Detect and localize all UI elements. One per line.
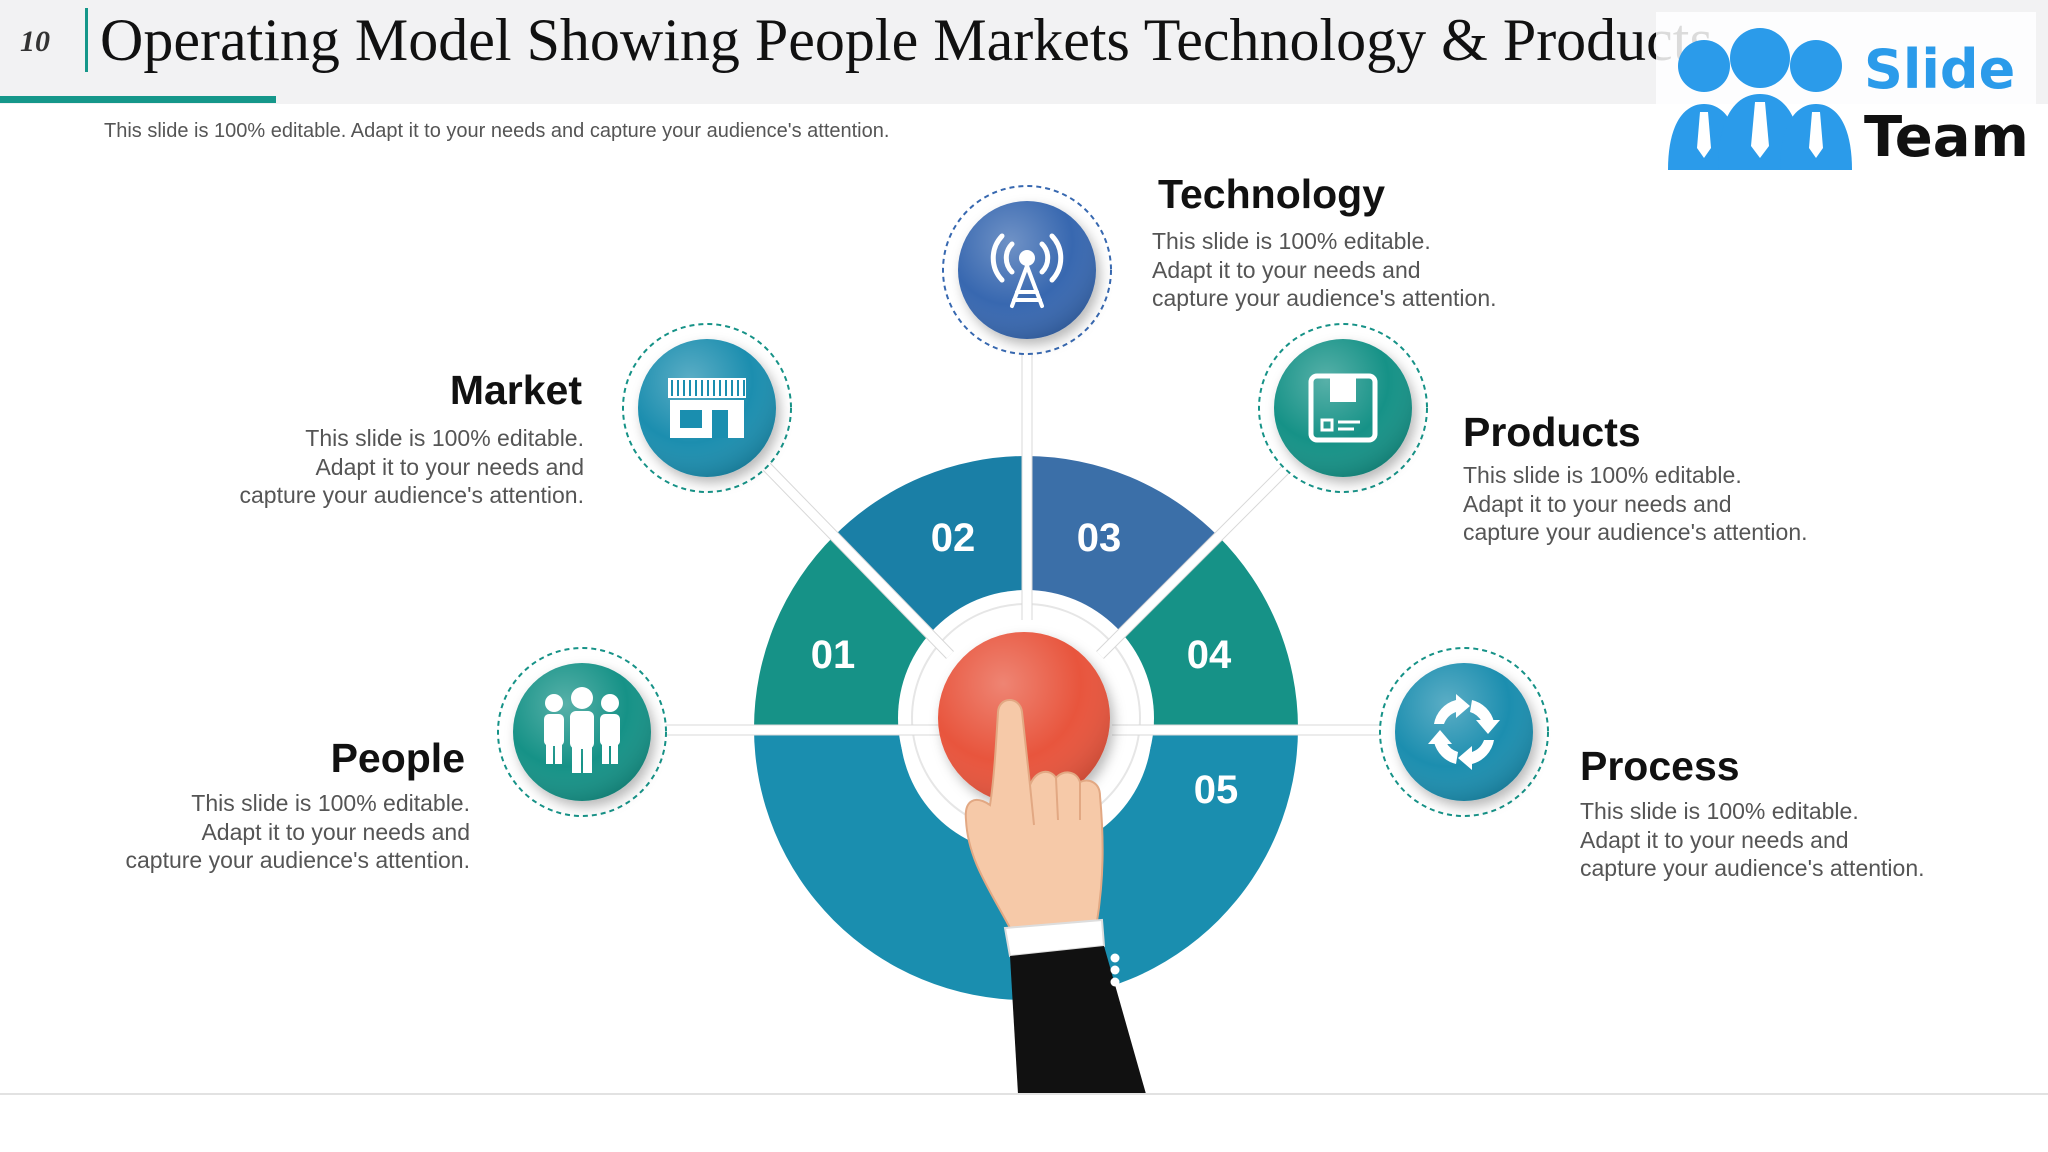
people-icon-node xyxy=(497,647,667,817)
slide-number: 10 xyxy=(20,25,50,58)
desc-technology-line-3: capture your audience's attention. xyxy=(1152,285,1497,311)
desc-process-line-2: Adapt it to your needs and xyxy=(1580,826,1849,853)
process-icon-node xyxy=(1379,647,1549,817)
center-button-shine xyxy=(938,632,1110,804)
slide-title: Operating Model Showing People Markets T… xyxy=(100,7,1713,73)
desc-people: This slide is 100% editable. Adapt it to… xyxy=(0,789,470,875)
logo-word-slide: Slide xyxy=(1864,38,2016,101)
segment-01 xyxy=(754,536,937,728)
desc-market-line-2: Adapt it to your needs and xyxy=(315,453,584,480)
segment-number-02: 02 xyxy=(931,516,976,560)
label-process: Process xyxy=(1580,743,1740,789)
slideteam-logo: Slide Team xyxy=(1656,12,2036,188)
logo-word-team: Team xyxy=(1864,105,2029,170)
product-box-icon xyxy=(1308,373,1378,443)
label-people: People xyxy=(330,735,465,781)
desc-products-line-2: Adapt it to your needs and xyxy=(1463,490,1732,517)
desc-process: This slide is 100% editable. Adapt it to… xyxy=(1580,797,2048,883)
label-market: Market xyxy=(449,367,582,413)
market-icon-node xyxy=(622,323,792,493)
desc-people-line-3: capture your audience's attention. xyxy=(125,847,470,873)
segment-02 xyxy=(834,456,1026,639)
segment-number-05: 05 xyxy=(1194,768,1239,812)
slide-subtitle: This slide is 100% editable. Adapt it to… xyxy=(104,120,890,142)
label-technology: Technology xyxy=(1158,171,1386,217)
team-people-icon xyxy=(1668,28,1852,170)
refresh-cycle-icon xyxy=(1428,694,1500,770)
pointing-hand xyxy=(964,699,1146,1094)
label-products: Products xyxy=(1463,409,1641,455)
desc-technology-line-1: This slide is 100% editable. xyxy=(1152,228,1431,254)
desc-people-line-2: Adapt it to your needs and xyxy=(201,818,470,845)
desc-products: This slide is 100% editable. Adapt it to… xyxy=(1463,461,1933,547)
footer-divider xyxy=(0,1093,2048,1095)
desc-products-line-1: This slide is 100% editable. xyxy=(1463,462,1742,488)
storefront-icon xyxy=(668,378,746,438)
desc-market: This slide is 100% editable. Adapt it to… xyxy=(114,424,584,510)
desc-process-line-1: This slide is 100% editable. xyxy=(1580,798,1859,824)
desc-market-line-1: This slide is 100% editable. xyxy=(305,425,584,451)
desc-technology: This slide is 100% editable. Adapt it to… xyxy=(1152,227,1622,313)
people-icon xyxy=(544,687,620,773)
title-separator xyxy=(85,8,88,72)
connector-lines xyxy=(663,345,1380,736)
desc-technology-line-2: Adapt it to your needs and xyxy=(1152,256,1421,283)
technology-icon-node xyxy=(942,185,1112,355)
segment-number-03: 03 xyxy=(1077,516,1122,560)
desc-products-line-3: capture your audience's attention. xyxy=(1463,519,1808,545)
segment-04 xyxy=(1115,536,1298,728)
antenna-tower-icon xyxy=(990,233,1064,308)
desc-market-line-3: capture your audience's attention. xyxy=(239,482,584,508)
desc-people-line-1: This slide is 100% editable. xyxy=(191,790,470,816)
desc-process-line-3: capture your audience's attention. xyxy=(1580,855,1925,881)
products-icon-node xyxy=(1258,323,1428,493)
header-accent-line xyxy=(0,96,276,103)
segment-number-04: 04 xyxy=(1187,633,1232,677)
segment-03 xyxy=(1026,456,1218,639)
segment-number-01: 01 xyxy=(811,633,856,677)
